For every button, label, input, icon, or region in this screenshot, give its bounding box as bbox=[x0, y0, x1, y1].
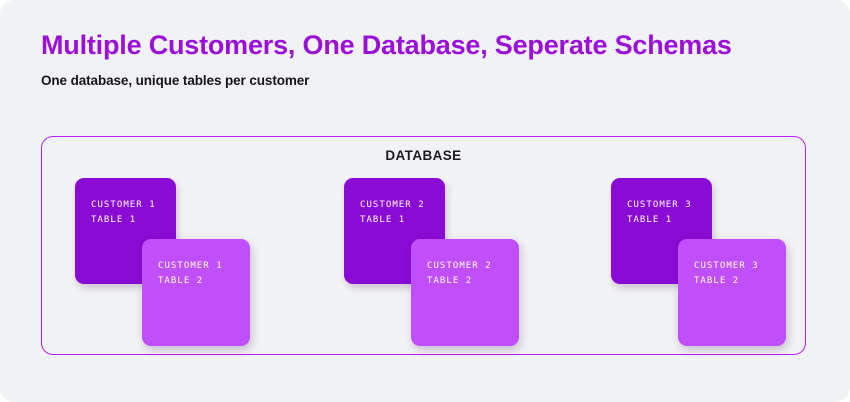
customer-1-table-2-card: CUSTOMER 1 TABLE 2 bbox=[142, 239, 250, 346]
database-label: DATABASE bbox=[385, 148, 462, 163]
customer-group-2: CUSTOMER 2 TABLE 1 CUSTOMER 2 TABLE 2 bbox=[344, 178, 554, 348]
card-line-table: TABLE 2 bbox=[694, 276, 740, 286]
customer-group-1: CUSTOMER 1 TABLE 1 CUSTOMER 1 TABLE 2 bbox=[75, 178, 285, 348]
card-line-customer: CUSTOMER 3 bbox=[627, 200, 692, 210]
customer-1-table-1-card: CUSTOMER 1 TABLE 1 bbox=[75, 178, 176, 284]
customer-group-3: CUSTOMER 3 TABLE 1 CUSTOMER 3 TABLE 2 bbox=[611, 178, 821, 348]
card-line-customer: CUSTOMER 2 bbox=[360, 200, 425, 210]
header: Multiple Customers, One Database, Sepera… bbox=[41, 30, 781, 88]
page-subtitle: One database, unique tables per customer bbox=[41, 73, 310, 89]
card-line-table: TABLE 2 bbox=[158, 276, 204, 286]
card-line-table: TABLE 1 bbox=[360, 215, 406, 225]
card-line-customer: CUSTOMER 3 bbox=[694, 261, 759, 271]
card-line-customer: CUSTOMER 1 bbox=[91, 200, 156, 210]
card-line-table: TABLE 2 bbox=[427, 276, 473, 286]
customer-3-table-2-card: CUSTOMER 3 TABLE 2 bbox=[678, 239, 786, 346]
customer-2-table-2-card: CUSTOMER 2 TABLE 2 bbox=[411, 239, 519, 346]
card-line-table: TABLE 1 bbox=[91, 215, 137, 225]
card-line-customer: CUSTOMER 2 bbox=[427, 261, 492, 271]
card-line-customer: CUSTOMER 1 bbox=[158, 261, 223, 271]
database-container: DATABASE CUSTOMER 1 TABLE 1 CUSTOMER 1 T… bbox=[41, 136, 806, 355]
card-line-table: TABLE 1 bbox=[627, 215, 673, 225]
page-title: Multiple Customers, One Database, Sepera… bbox=[41, 30, 732, 60]
